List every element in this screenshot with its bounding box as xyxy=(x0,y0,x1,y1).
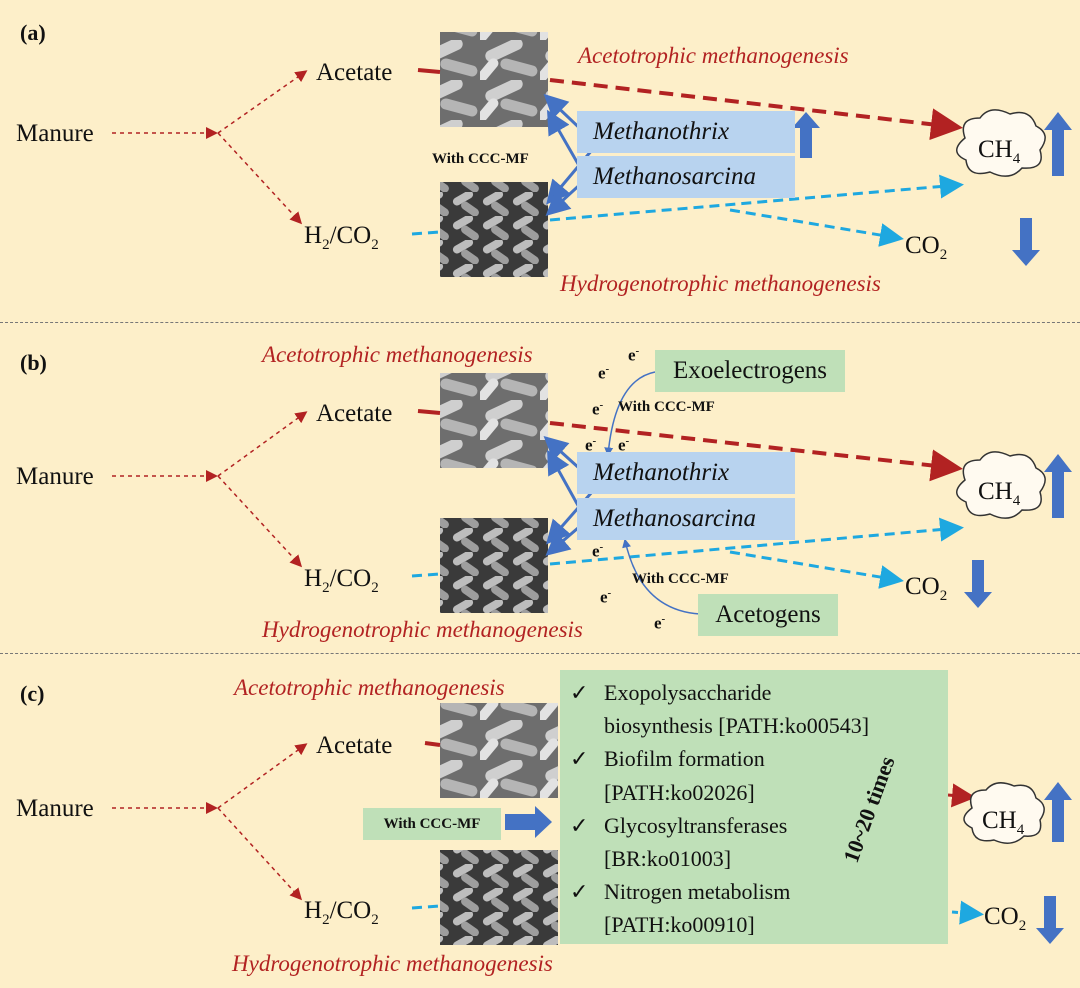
panel-label-c: (c) xyxy=(20,681,45,706)
panel-label-b: (b) xyxy=(20,350,47,375)
enriched-pathways-box: ✓ Exopolysaccharide biosynthesis [PATH:k… xyxy=(560,670,948,944)
pathway-line: [PATH:ko00910] xyxy=(604,912,755,937)
manure-label: Manure xyxy=(16,795,94,822)
co2-label: CO2 xyxy=(984,903,1027,934)
methanothrix-box: Methanothrix xyxy=(577,111,795,153)
h2co2-label: H2/CO2 xyxy=(304,565,379,596)
hydrogenotrophic-title: Hydrogenotrophic methanogenesis xyxy=(262,617,583,642)
check-icon: ✓ xyxy=(570,680,589,705)
with-ccc-mf-label: With CCC-MF xyxy=(432,151,529,167)
increase-arrow-icon xyxy=(792,112,820,158)
co2-decrease-icon xyxy=(964,560,992,608)
pathway-line: Exopolysaccharide xyxy=(604,680,772,705)
ch4-increase-icon xyxy=(1044,454,1072,518)
ch4-cloud-icon xyxy=(963,782,1045,844)
hydrogenotroph-micrograph xyxy=(440,850,558,945)
acetate-label: Acetate xyxy=(316,400,393,427)
hydrogenotroph-micrograph xyxy=(440,518,548,613)
acetate-label: Acetate xyxy=(316,59,393,86)
co2-decrease-icon xyxy=(1012,218,1040,266)
ch4-label: CH4 xyxy=(978,136,1021,167)
hydrogenotrophic-title: Hydrogenotrophic methanogenesis xyxy=(560,271,881,296)
hydro-to-ch4-arrow xyxy=(549,174,964,222)
hydrogenotroph-micrograph xyxy=(440,182,548,277)
to-co2-arrow xyxy=(729,208,904,247)
electron-label: e- xyxy=(654,613,666,633)
aceto-arrow xyxy=(549,78,963,141)
electron-label: e- xyxy=(585,435,597,455)
acetate-label: Acetate xyxy=(316,732,393,759)
ch4-cloud-icon xyxy=(956,109,1046,177)
to-h2-arrow xyxy=(217,132,303,225)
acetotrophic-title: Acetotrophic methanogenesis xyxy=(262,342,533,367)
acetotroph-micrograph xyxy=(440,703,558,798)
acetotrophic-title: Acetotrophic methanogenesis xyxy=(234,675,505,700)
to-acetate-arrow xyxy=(217,70,308,134)
pathway-line: Biofilm formation xyxy=(604,746,765,771)
pathway-line: Nitrogen metabolism xyxy=(604,879,791,904)
ch4-label: CH4 xyxy=(978,478,1021,509)
co2-decrease-icon xyxy=(1036,896,1064,944)
hydrogenotrophic-title: Hydrogenotrophic methanogenesis xyxy=(232,951,553,976)
methanosarcina-box: Methanosarcina xyxy=(577,156,795,198)
acetotroph-micrograph xyxy=(440,373,548,468)
pathway-line: biosynthesis [PATH:ko00543] xyxy=(604,713,870,738)
electron-label: e- xyxy=(592,399,604,419)
check-icon: ✓ xyxy=(570,879,589,904)
check-icon: ✓ xyxy=(570,746,589,771)
co2-label: CO2 xyxy=(905,232,948,263)
electron-label: e- xyxy=(618,435,630,455)
ch4-label: CH4 xyxy=(982,807,1025,838)
electron-label: e- xyxy=(600,587,612,607)
h2co2-label: H2/CO2 xyxy=(304,897,379,928)
electron-label: e- xyxy=(598,363,610,383)
with-ccc-mf-bottom-label: With CCC-MF xyxy=(632,571,729,587)
ch4-increase-icon xyxy=(1044,112,1072,176)
acetotroph-micrograph xyxy=(440,32,548,127)
methanosarcina-box: Methanosarcina xyxy=(577,498,795,540)
pathway-line: [BR:ko01003] xyxy=(604,846,732,871)
ch4-cloud-icon xyxy=(956,451,1046,519)
pathway-line: [PATH:ko02026] xyxy=(604,780,755,805)
electron-label: e- xyxy=(628,345,640,365)
with-ccc-mf-box: With CCC-MF xyxy=(363,808,501,840)
exoelectrogen-electron-arrow xyxy=(604,371,656,457)
panel-label-a: (a) xyxy=(20,20,46,45)
electron-label: e- xyxy=(592,541,604,561)
ch4-increase-icon xyxy=(1044,782,1072,842)
exoelectrogens-box: Exoelectrogens xyxy=(655,350,845,392)
h2co2-label: H2/CO2 xyxy=(304,222,379,253)
ccc-mf-arrow-icon xyxy=(505,806,552,838)
check-icon: ✓ xyxy=(570,813,589,838)
acetogens-box: Acetogens xyxy=(698,594,838,636)
panel-divider xyxy=(0,322,1080,323)
acetogen-electron-arrow xyxy=(622,538,701,615)
with-ccc-mf-top-label: With CCC-MF xyxy=(618,399,715,415)
co2-label: CO2 xyxy=(905,573,948,604)
panel-divider xyxy=(0,653,1080,654)
manure-label: Manure xyxy=(16,463,94,490)
manure-label: Manure xyxy=(16,120,94,147)
pathway-line: Glycosyltransferases xyxy=(604,813,788,838)
acetotrophic-title: Acetotrophic methanogenesis xyxy=(578,43,849,68)
panel-b-graphics xyxy=(112,371,1072,615)
methanothrix-box: Methanothrix xyxy=(577,452,795,494)
